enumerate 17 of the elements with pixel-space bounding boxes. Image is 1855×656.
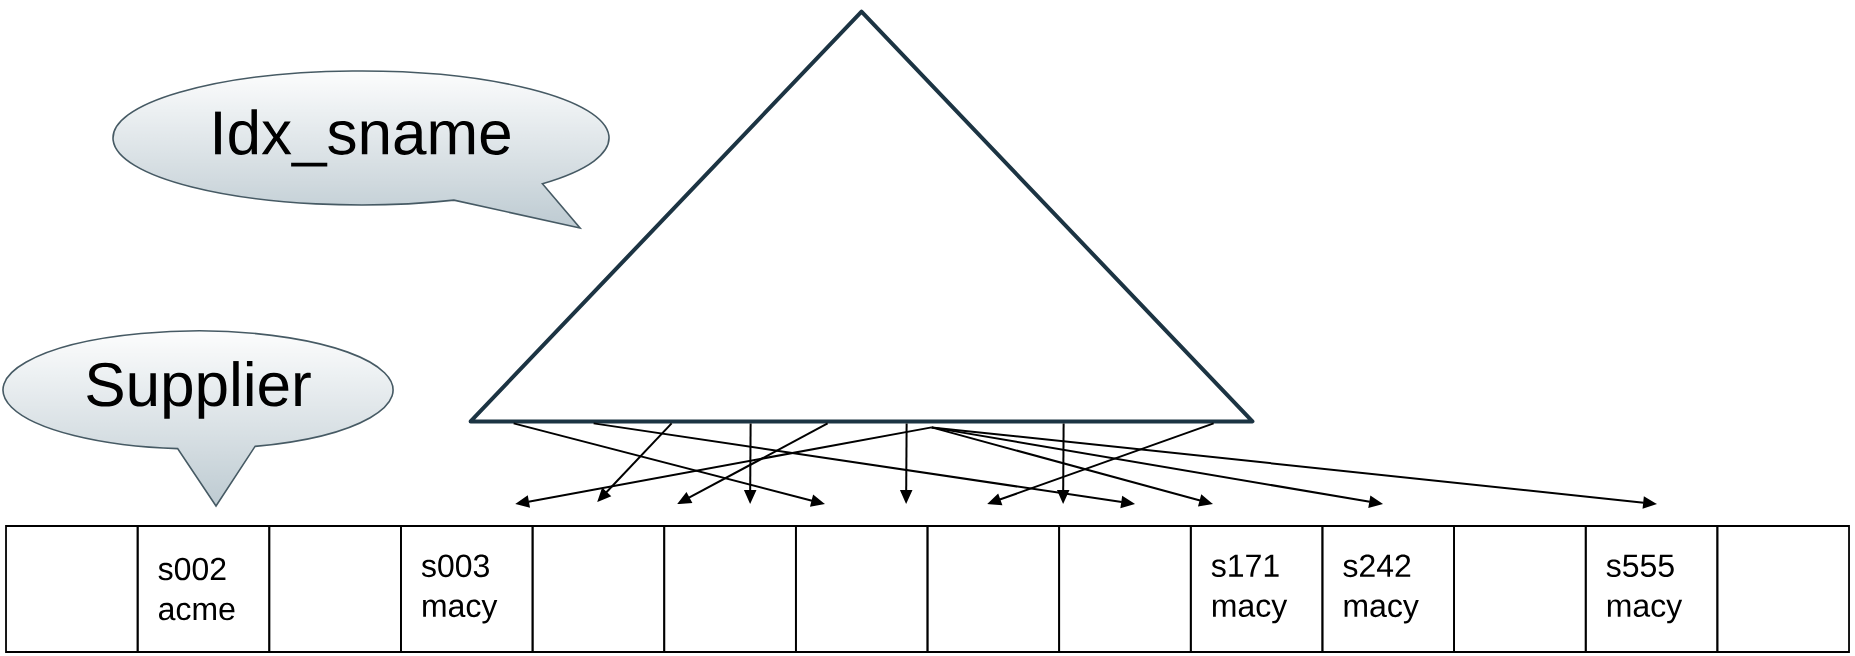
table-cell: s002 acme bbox=[136, 525, 271, 653]
table-cell bbox=[531, 525, 666, 653]
table-cell: s242 macy bbox=[1321, 525, 1455, 653]
table-cell bbox=[795, 525, 929, 653]
table-cell bbox=[5, 525, 139, 653]
table-cell: s171 macy bbox=[1189, 525, 1324, 653]
table-cell bbox=[663, 525, 797, 653]
arrow bbox=[597, 422, 673, 502]
speech-bubble: Idx_sname bbox=[112, 70, 610, 229]
table-cell bbox=[268, 525, 402, 653]
table-cell: s003 macy bbox=[400, 525, 534, 653]
table-cell: s555 macy bbox=[1584, 525, 1719, 653]
table-cell bbox=[1058, 525, 1192, 653]
speech-bubble: Supplier bbox=[2, 330, 394, 507]
table-cell bbox=[1453, 525, 1587, 653]
table-cell bbox=[926, 525, 1061, 653]
table-cell bbox=[1716, 525, 1850, 653]
